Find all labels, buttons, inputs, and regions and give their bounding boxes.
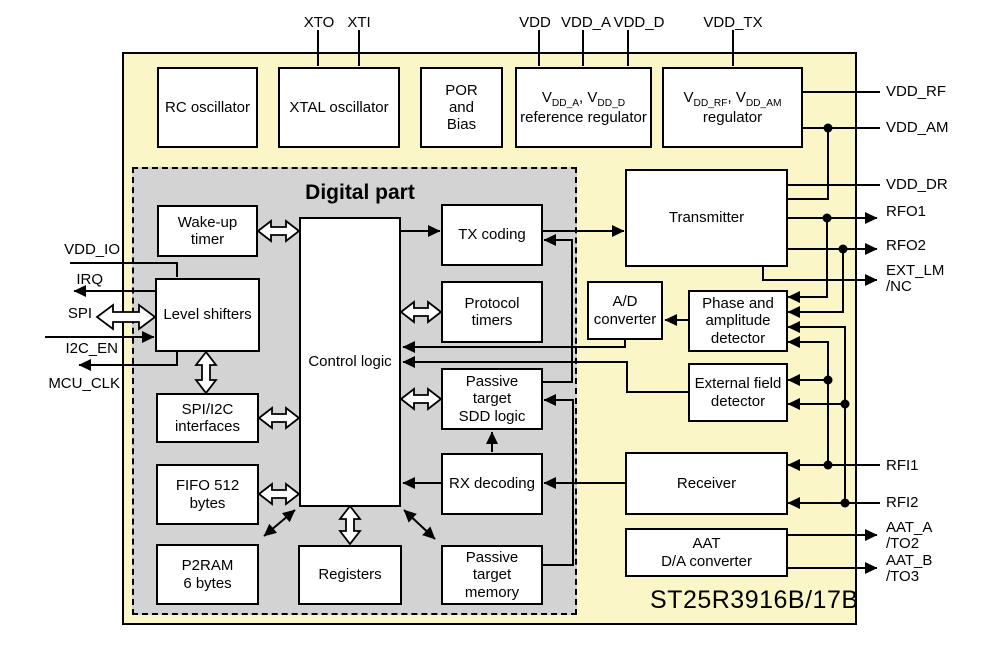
pin-label-vdd: VDD (519, 14, 551, 31)
block-control-logic: Control logic (299, 217, 401, 507)
block-passive-target-sdd-logic: Passive target SDD logic (441, 368, 543, 430)
chip-title: ST25R3916B/17B (650, 586, 859, 614)
pin-label-ext-lm-nc: EXT_LM /NC (886, 262, 945, 296)
pin-label-rfi2: RFI2 (886, 494, 919, 511)
block-tx-coding: TX coding (441, 204, 543, 266)
junction-dot (822, 213, 832, 223)
wire-vdd-io (70, 262, 178, 277)
block-rx-decoding: RX decoding (441, 453, 543, 515)
junction-dot (838, 244, 848, 254)
wire-rfi1-to-phase (787, 336, 829, 465)
pin-label-vdd-io: VDD_IO (64, 241, 120, 258)
block-spi-i2c-interfaces: SPI/I2C interfaces (156, 393, 259, 443)
block-transmitter: Transmitter (625, 169, 788, 267)
biarrow-wakeup-control (256, 219, 301, 243)
block-por-and-bias: POR and Bias (420, 67, 503, 148)
pin-label-vdd-tx: VDD_TX (703, 14, 763, 31)
block-external-field-detector: External field detector (688, 363, 788, 422)
block-xtal-oscillator: XTAL oscillator (278, 67, 400, 148)
biarrow-spii2c-control (257, 406, 301, 430)
pin-label-aat-a-to2: AAT_A /TO2 (886, 519, 933, 553)
wire-control-p2ram (263, 509, 296, 537)
block-ad-converter: A/D converter (587, 281, 663, 340)
pin-label-spi: SPI (67, 305, 92, 322)
block-p2ram: P2RAM 6 bytes (156, 544, 259, 605)
pin-label-mcu-clk: MCU_CLK (48, 375, 120, 392)
pin-label-vdd-am: VDD_AM (886, 119, 949, 136)
pin-label-rfo1: RFO1 (886, 203, 927, 220)
biarrow-registers-control (338, 504, 362, 546)
pin-label-vdd-d: VDD_D (613, 14, 665, 31)
junction-dot (840, 498, 850, 508)
wire-sdd-to-txcoding (543, 234, 573, 383)
block-fifo: FIFO 512 bytes (156, 464, 259, 525)
junction-dot (823, 460, 833, 470)
biarrow-level-spii2c (194, 350, 218, 395)
junction-dot (823, 375, 833, 385)
wire-ext-lm (762, 267, 878, 286)
biarrow-prottimers-control (399, 300, 443, 324)
block-level-shifters: Level shifters (155, 278, 260, 352)
wire-extfield-to-control (402, 356, 688, 393)
block-phase-amplitude-detector: Phase and amplitude detector (688, 290, 788, 352)
block-protocol-timers: Protocol timers (441, 281, 543, 343)
block-registers: Registers (298, 545, 402, 605)
pin-label-vdd-a: VDD_A (560, 14, 612, 31)
junction-dot (823, 123, 833, 133)
block-wakeup-timer: Wake-up timer (157, 205, 258, 257)
wire-mcu-clk (78, 352, 178, 371)
junction-dot (840, 399, 850, 409)
pin-label-aat-b-to3: AAT_B /TO3 (886, 552, 933, 586)
wire-adconverter-to-control (402, 340, 626, 353)
wire-vdd-am-sense (788, 128, 829, 200)
block-receiver: Receiver (625, 452, 788, 515)
biarrow-sdd-control (399, 387, 443, 411)
wire-rfo2-to-phase (787, 249, 844, 318)
pin-label-rfi1: RFI1 (886, 457, 919, 474)
pin-label-xti: XTI (347, 14, 371, 31)
pin-label-xto: XTO (303, 14, 335, 31)
pin-label-i2c-en: I2C_EN (65, 340, 118, 357)
wire-rfo1-to-phase (787, 218, 828, 303)
biarrow-spi (95, 303, 157, 331)
block-rc-oscillator: RC oscillator (157, 67, 258, 148)
biarrow-fifo-control (257, 482, 301, 506)
pin-label-vdd-rf: VDD_RF (886, 83, 947, 100)
pin-label-vdd-dr: VDD_DR (886, 176, 948, 193)
pin-label-rfo2: RFO2 (886, 237, 927, 254)
digital-part-title: Digital part (305, 181, 415, 204)
wire-control-memory (403, 509, 436, 540)
wire-rfi2-to-phase (787, 321, 846, 503)
block-passive-target-memory: Passive target memory (441, 545, 543, 605)
pin-label-irq: IRQ (76, 271, 103, 288)
block-aat-da-converter: AAT D/A converter (625, 528, 788, 577)
